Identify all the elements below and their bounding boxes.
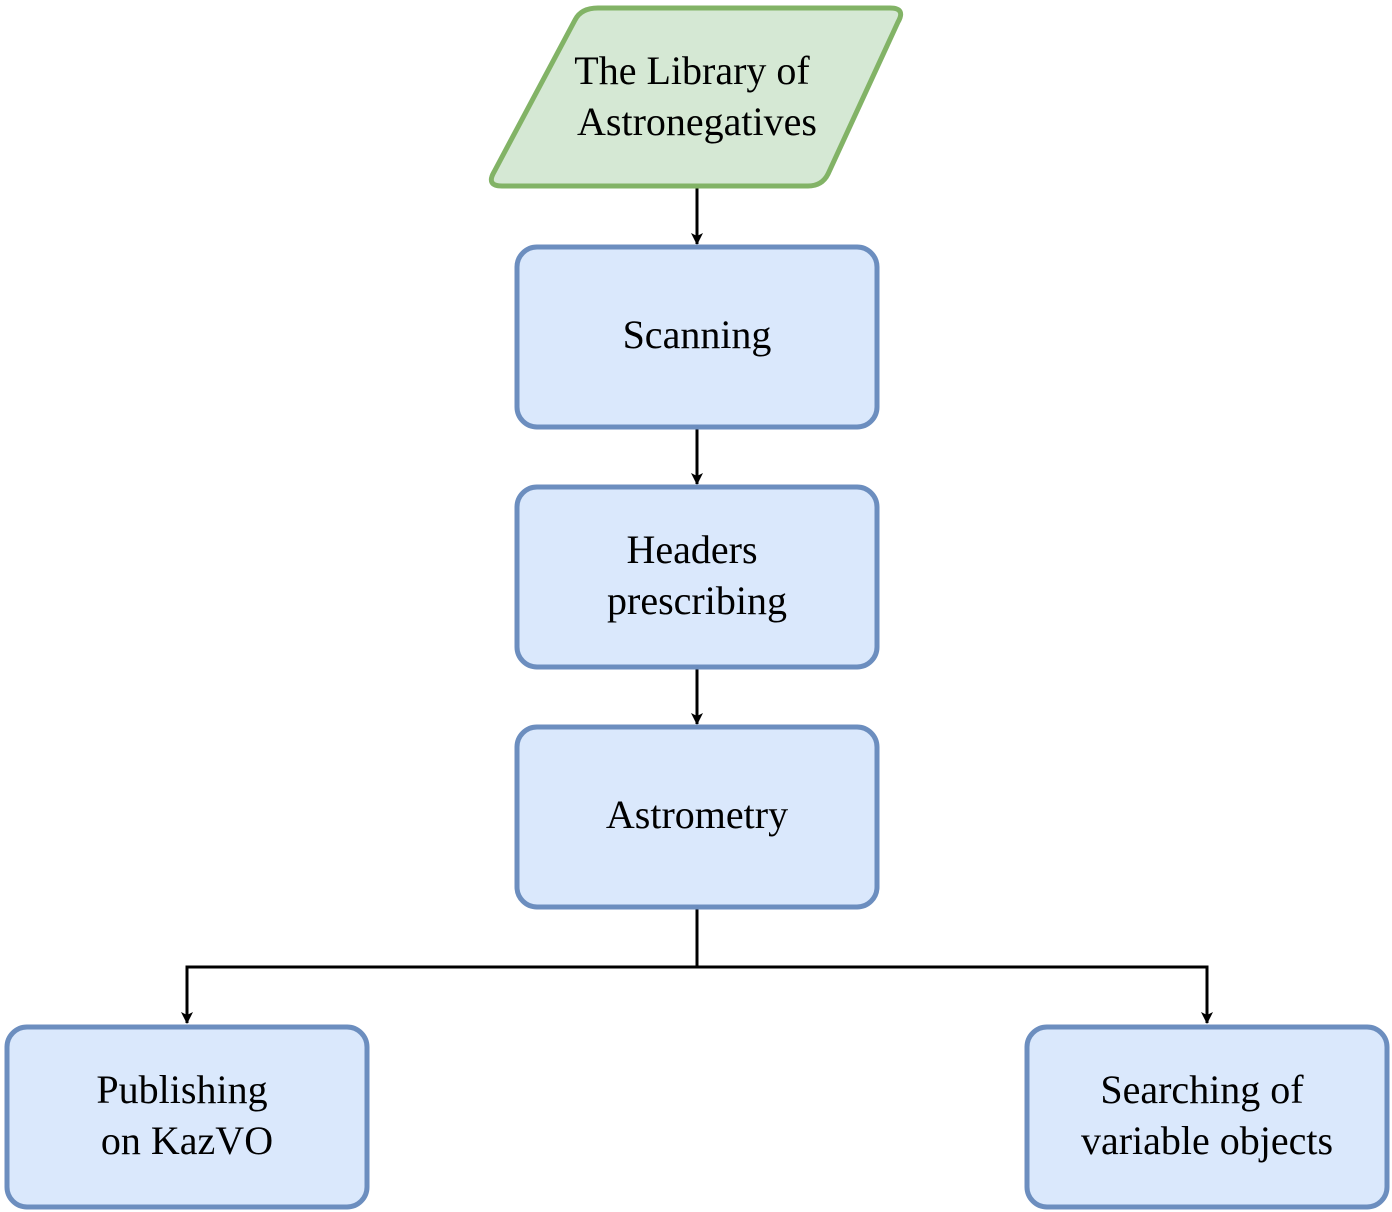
headers-line-1: Headers bbox=[626, 527, 757, 572]
library-node-label: The Library of Astronegatives bbox=[574, 48, 819, 144]
library-line-1: The Library of bbox=[574, 48, 810, 93]
scanning-node-label: Scanning bbox=[623, 312, 772, 357]
headers-node-shape bbox=[514, 484, 880, 670]
publishing-node: Publishing on KazVO bbox=[4, 1024, 370, 1210]
publishing-node-label: Publishing on KazVO bbox=[96, 1067, 277, 1163]
headers-node-label: Headers prescribing bbox=[607, 527, 787, 623]
searching-node: Searching of variable objects bbox=[1024, 1024, 1390, 1210]
publishing-node-shape bbox=[4, 1024, 370, 1210]
astrometry-node-shape bbox=[514, 724, 880, 910]
library-line-2: Astronegatives bbox=[577, 99, 817, 144]
searching-node-label: Searching of variable objects bbox=[1081, 1067, 1333, 1163]
searching-node-shape bbox=[1024, 1024, 1390, 1210]
publishing-line-2: on KazVO bbox=[101, 1118, 273, 1163]
scanning-node-shape bbox=[514, 244, 880, 430]
astrometry-node-label: Astrometry bbox=[606, 792, 788, 837]
headers-line-2: prescribing bbox=[607, 578, 787, 623]
searching-line-1: Searching of bbox=[1100, 1067, 1304, 1112]
edge-astrometry-to-publishing bbox=[181, 908, 699, 1024]
edges bbox=[181, 188, 1213, 1024]
edge-astrometry-to-searching bbox=[697, 965, 1213, 1024]
publishing-line-1: Publishing bbox=[96, 1067, 267, 1112]
library-node: The Library of Astronegatives bbox=[488, 5, 904, 189]
astrometry-node: Astrometry bbox=[514, 724, 880, 910]
library-node-shape bbox=[488, 5, 904, 189]
searching-line-2: variable objects bbox=[1081, 1118, 1333, 1163]
scanning-node: Scanning bbox=[514, 244, 880, 430]
astrometry-line-1: Astrometry bbox=[606, 792, 788, 837]
headers-node: Headers prescribing bbox=[514, 484, 880, 670]
scanning-line-1: Scanning bbox=[623, 312, 772, 357]
